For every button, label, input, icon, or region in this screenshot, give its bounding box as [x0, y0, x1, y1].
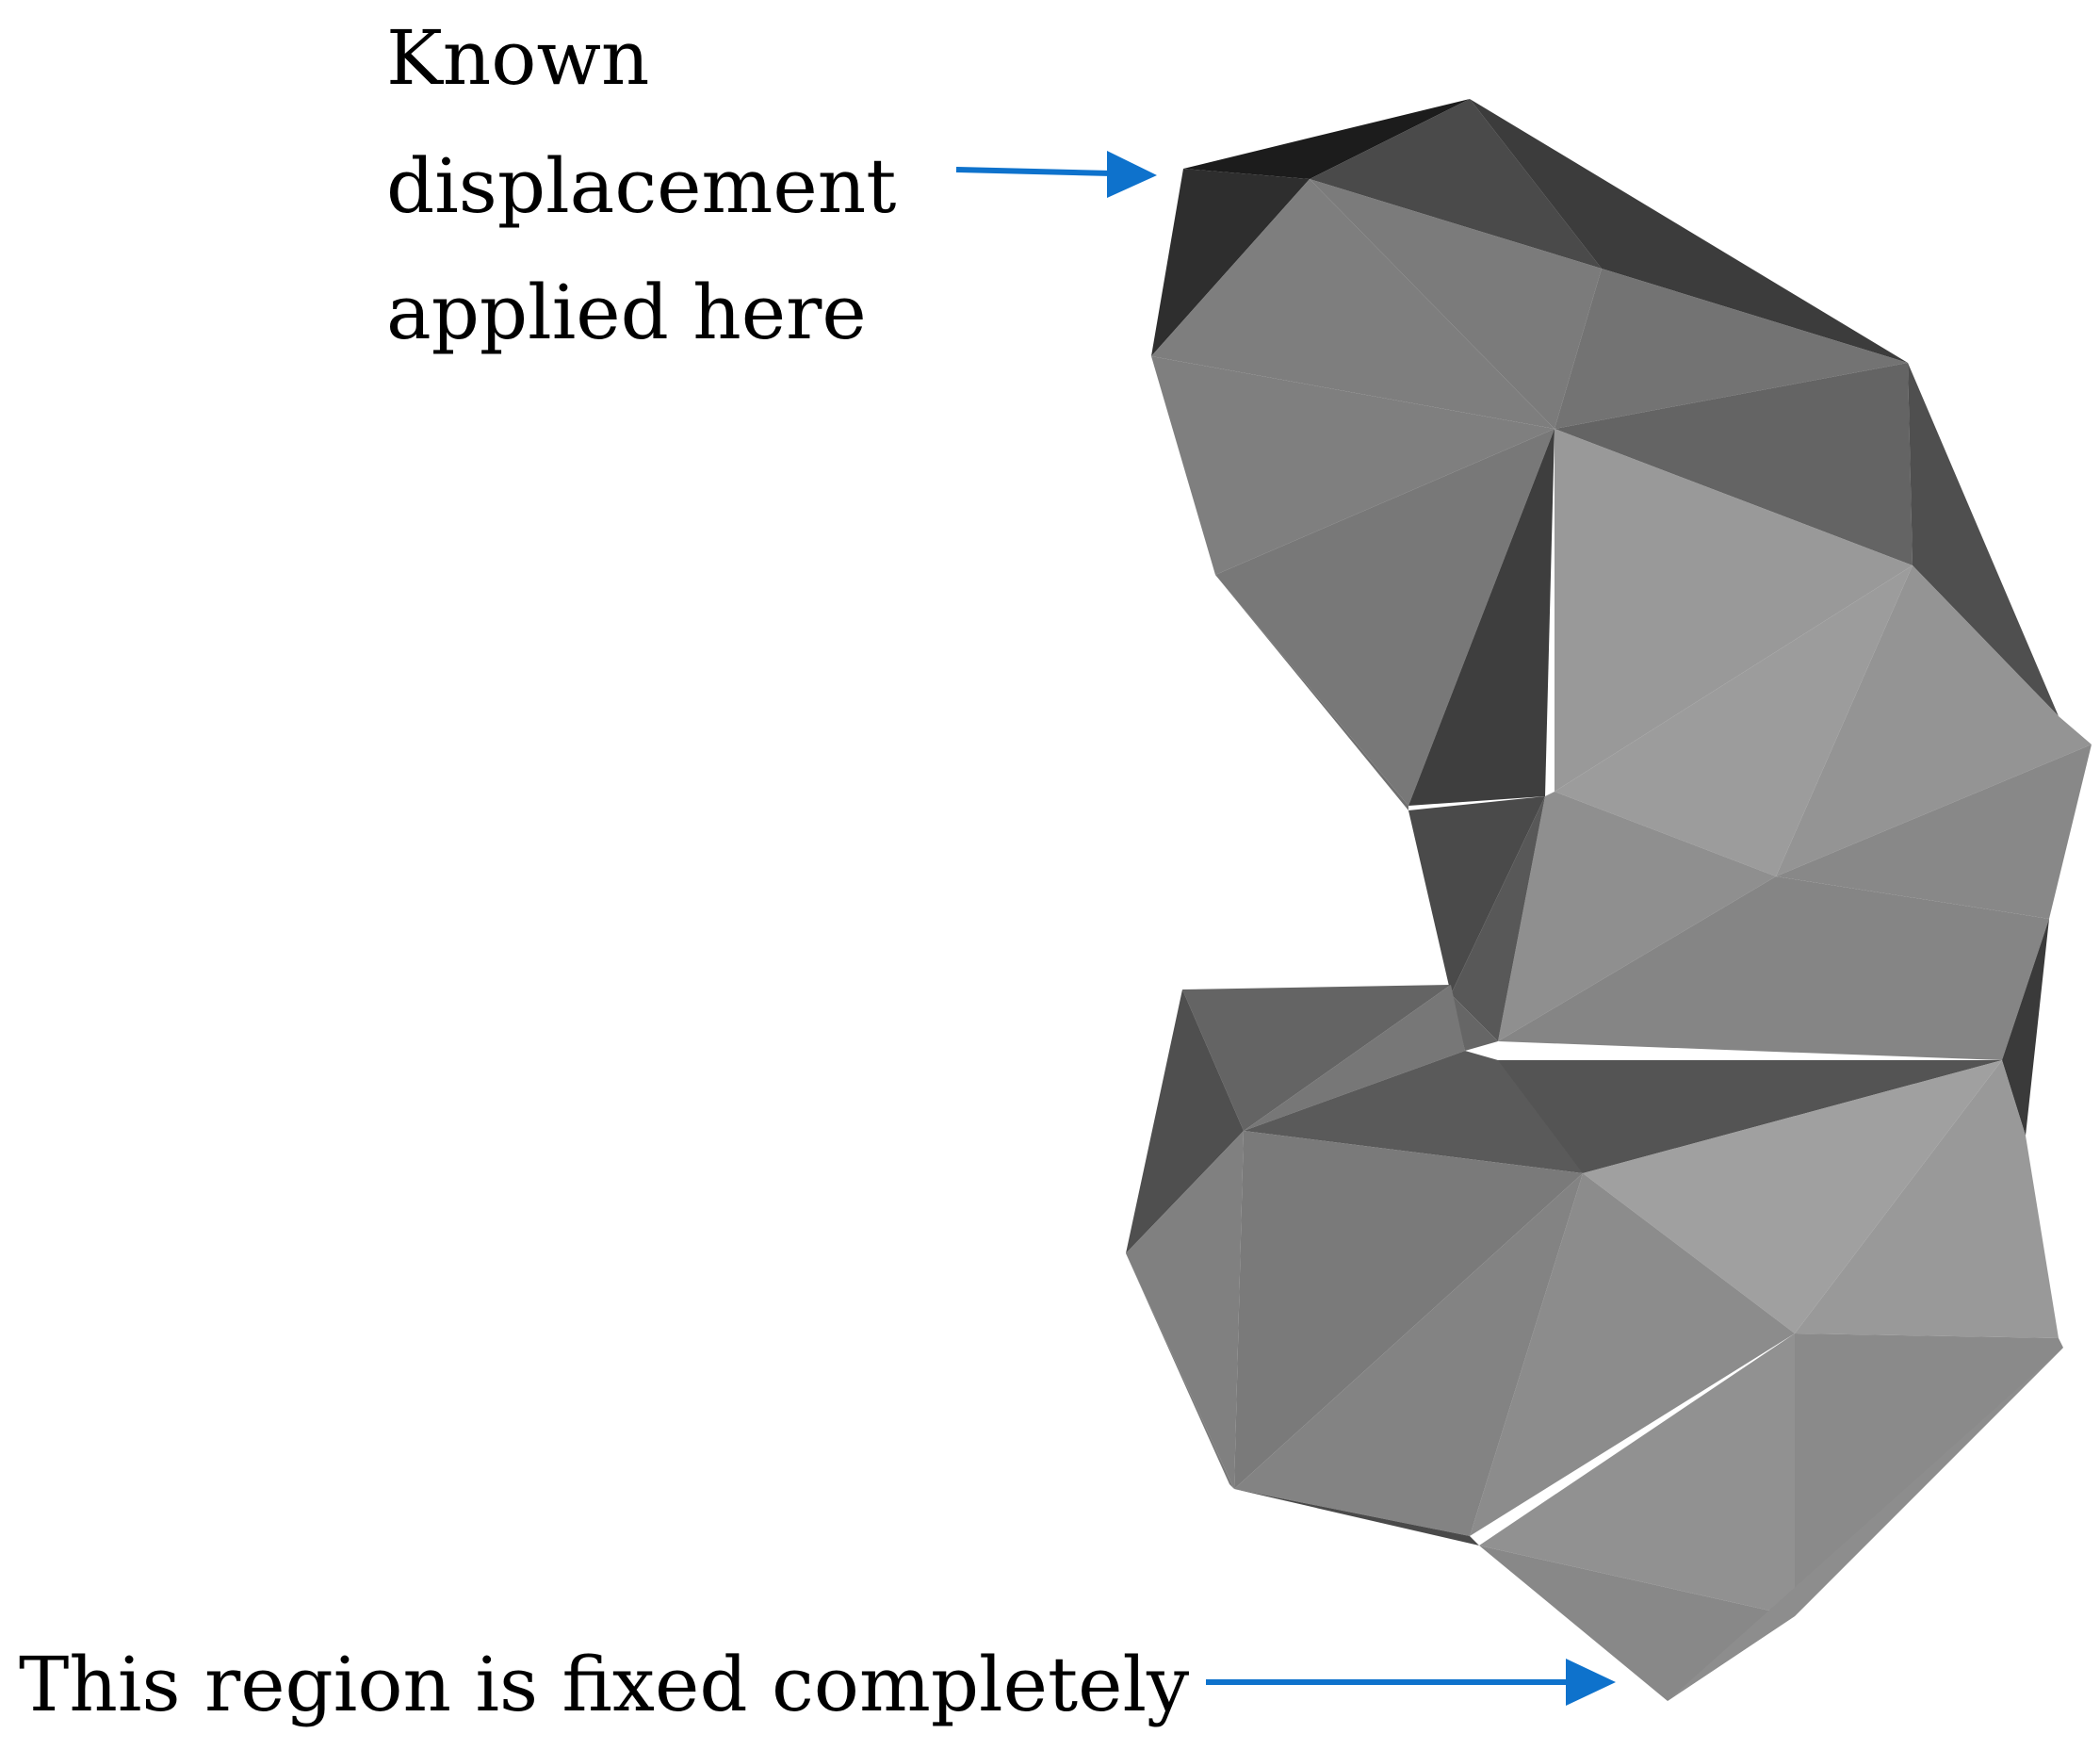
mesh-facet [1310, 99, 1602, 269]
mesh-facet [1583, 1060, 2002, 1333]
mesh-facet [1126, 1253, 1234, 1489]
mesh-facet [1498, 792, 1776, 1041]
mesh-facet [1451, 796, 1545, 1041]
mesh-facet [1408, 429, 1555, 806]
mesh-facet [1555, 429, 1913, 792]
mesh-facet [1151, 179, 1555, 429]
mesh-facet [1479, 1333, 1795, 1616]
mesh-facet [1908, 363, 2059, 716]
top-annotation-line-2: displacement [386, 142, 897, 230]
mesh-facet [1555, 565, 1913, 876]
mesh-facet [1310, 179, 1602, 429]
bottom-annotation: This region is fixed completely [19, 1641, 1190, 1728]
mesh-facet [1182, 985, 1451, 1131]
mesh-facet [2002, 919, 2049, 1136]
mesh-facet [1244, 1051, 1583, 1173]
mesh-facet [1126, 989, 1244, 1253]
mesh-facet [1234, 1489, 1479, 1546]
mesh-facet [1555, 363, 1913, 565]
top-annotation-line-1: Known [386, 14, 650, 102]
mesh-facet [1776, 565, 2092, 876]
mesh-facet [1498, 876, 2049, 1060]
mesh-facet [1126, 1131, 1244, 1489]
mesh-facet [1215, 575, 1408, 810]
mesh-facet [1451, 994, 1498, 1051]
mesh-facet [1215, 429, 1555, 806]
mesh-facet [1183, 99, 1470, 179]
mesh-facet [1555, 269, 1908, 429]
mesh-facet [1795, 1060, 2059, 1338]
mesh-facet [1498, 1060, 2002, 1173]
mesh-facet [1470, 1173, 1795, 1536]
mesh-facet [1668, 1348, 2063, 1701]
mesh-facet [1244, 985, 1465, 1131]
mesh-facet [1408, 796, 1545, 994]
mesh-facet [1151, 356, 1555, 575]
mesh-facet [1470, 99, 1908, 363]
mesh-facet [1234, 1173, 1583, 1536]
mesh-facet [1151, 169, 1310, 356]
mesh-facet [1234, 1131, 1583, 1489]
top-annotation-line-3: applied here [386, 269, 867, 356]
mesh-facet [1776, 744, 2092, 919]
